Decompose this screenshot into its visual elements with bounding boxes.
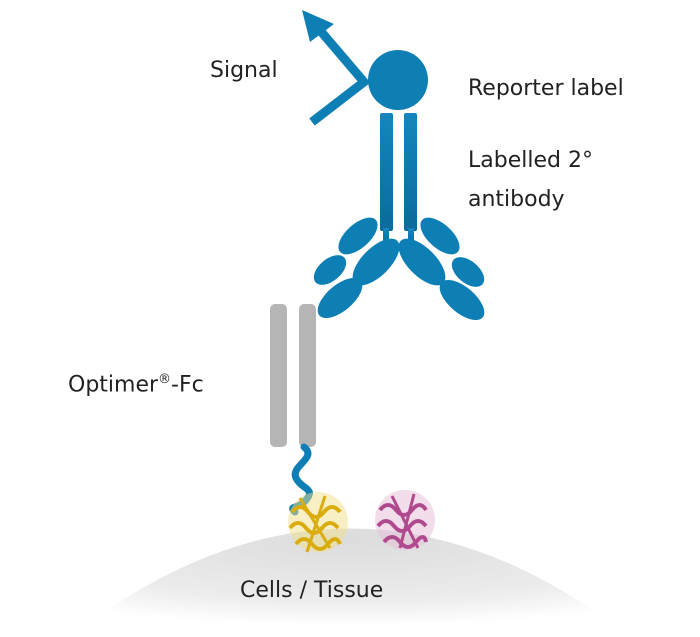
reporter-label-text: Reporter label — [468, 76, 624, 101]
secondary-antibody — [313, 113, 485, 321]
optimer-name: Optimer — [68, 372, 159, 398]
optimer-fc-label: Optimer®-Fc — [68, 367, 204, 398]
signal-arrow-icon — [302, 10, 371, 126]
optimer-fc — [270, 304, 316, 447]
target-protein-icon — [288, 492, 348, 553]
other-protein-icon — [375, 490, 435, 550]
optimer-suffix: -Fc — [171, 372, 204, 398]
cells-tissue-label: Cells / Tissue — [240, 578, 384, 603]
secondary-antibody-label-line2: antibody — [468, 187, 565, 212]
registered-mark: ® — [158, 372, 172, 387]
secondary-antibody-label-line1: Labelled 2° — [468, 148, 593, 173]
signal-label: Signal — [210, 58, 278, 83]
reporter-label-circle — [368, 50, 428, 110]
cell-surface — [70, 528, 630, 637]
